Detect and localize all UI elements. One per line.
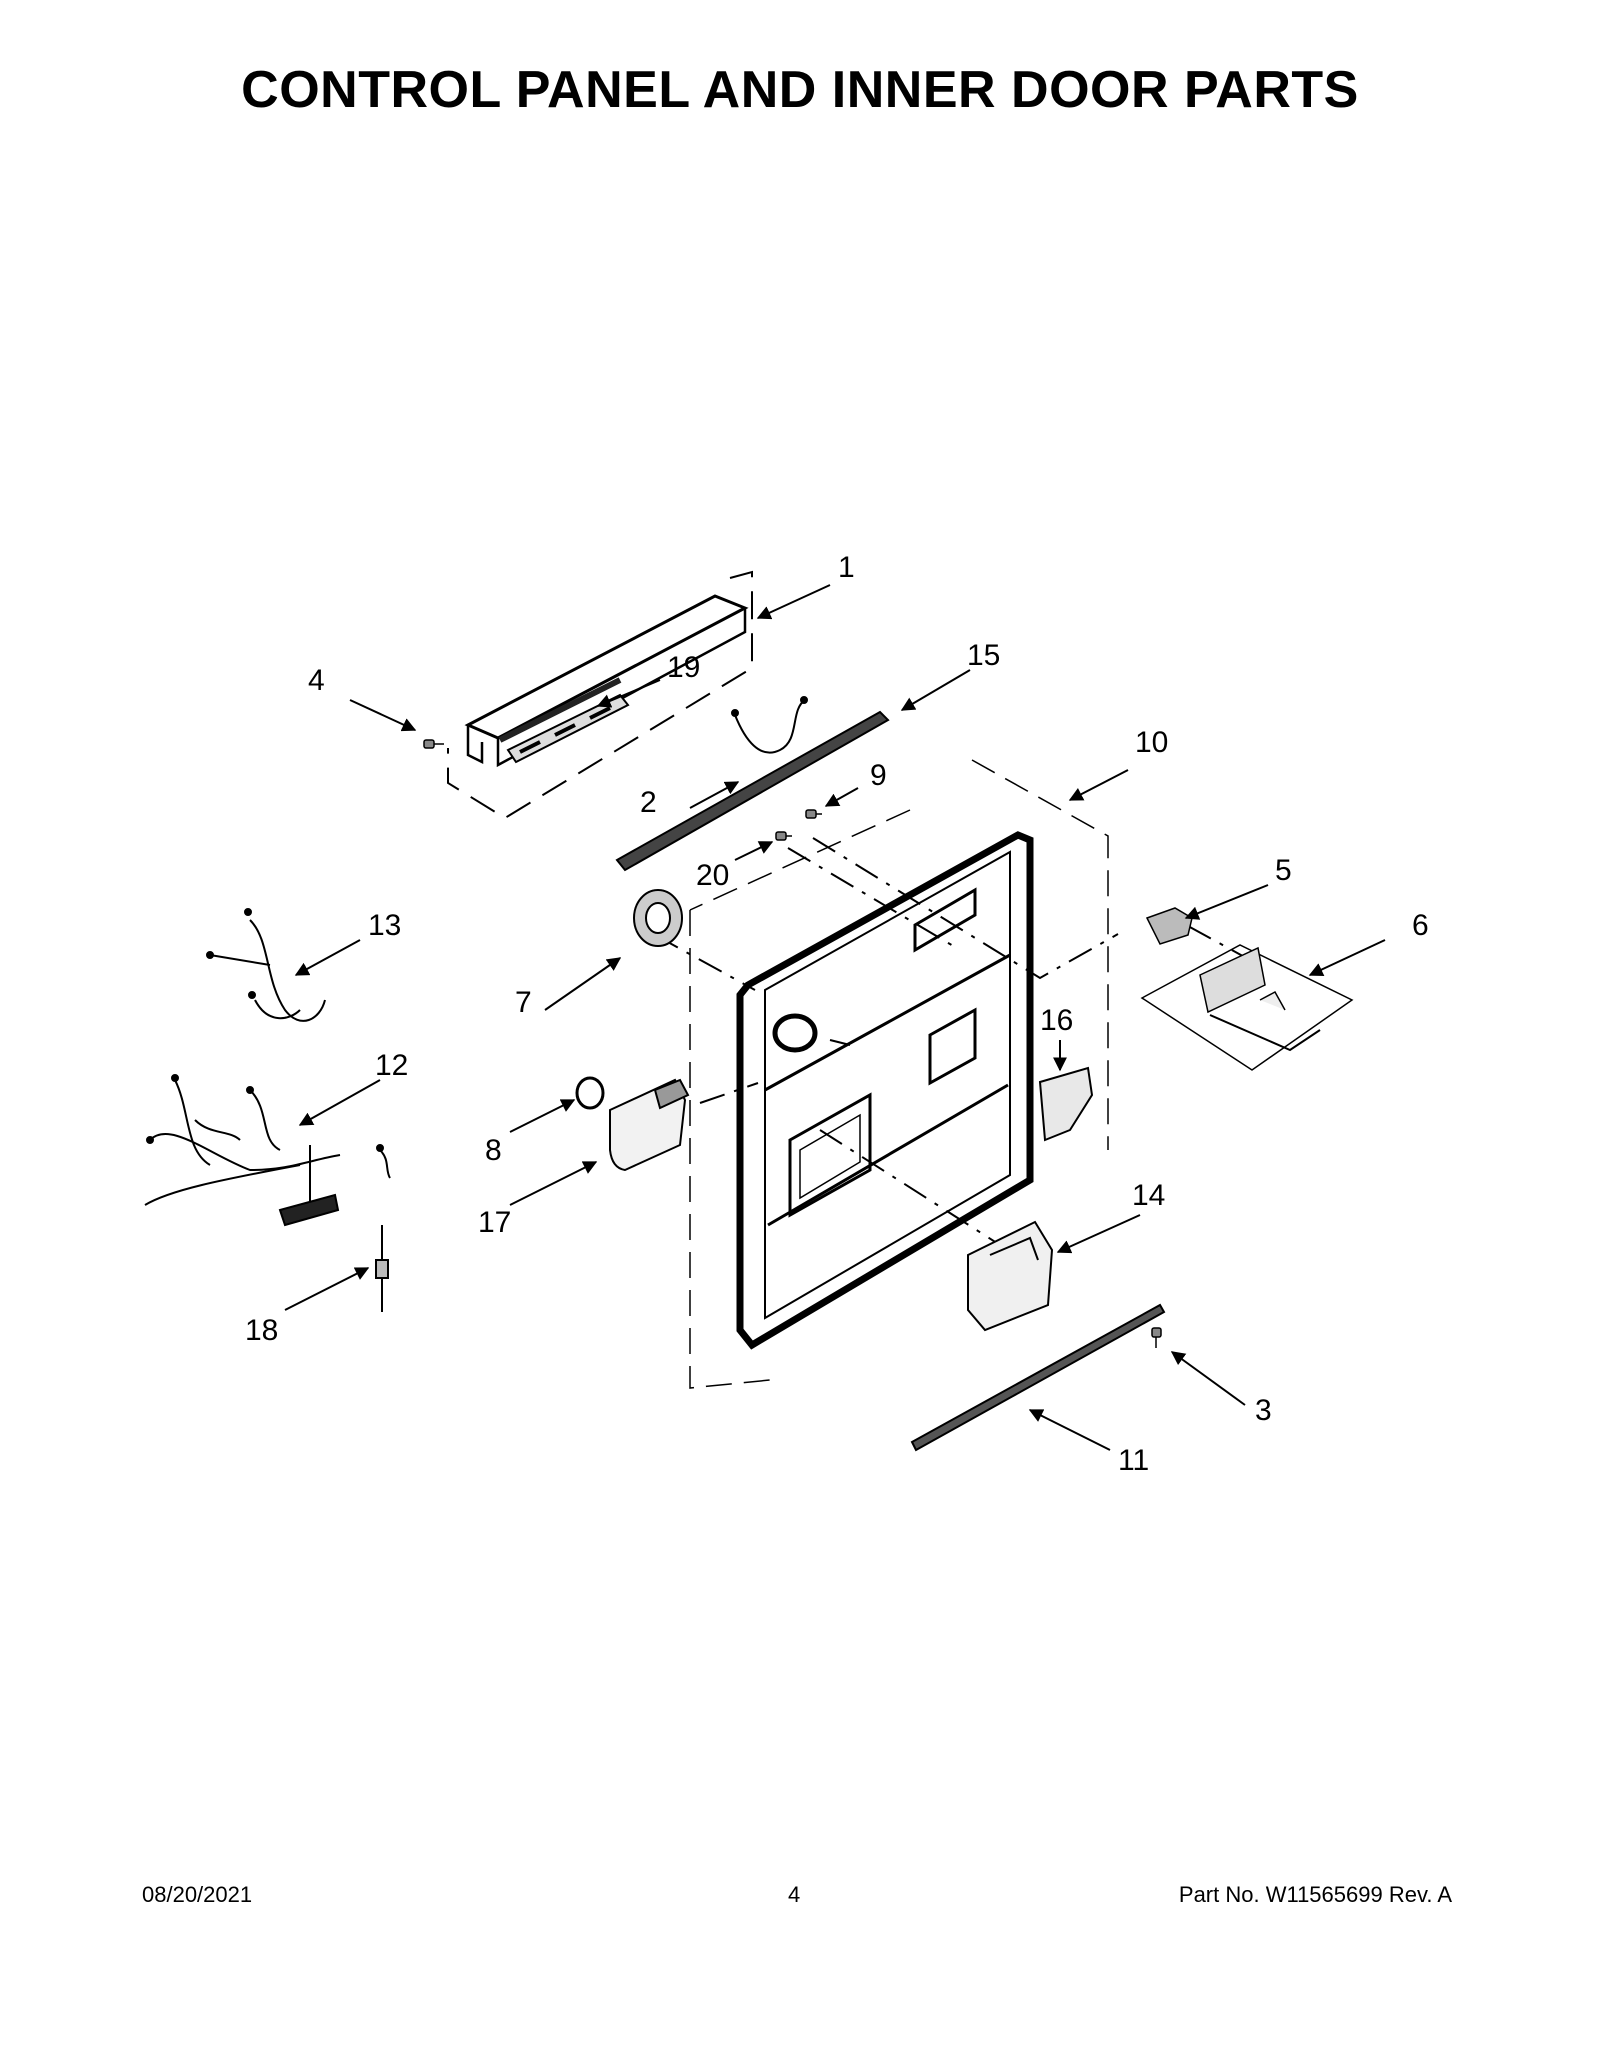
- callout-2: 2: [640, 786, 657, 819]
- callout-1: 1: [838, 551, 855, 584]
- screw-9: [805, 809, 822, 819]
- footer-page-number: 4: [788, 1882, 801, 1907]
- user-interface-board: [506, 693, 630, 764]
- control-board-6: [1140, 944, 1354, 1071]
- callout-14: 14: [1132, 1179, 1165, 1212]
- callout-17: 17: [478, 1206, 511, 1239]
- callout-13: 13: [368, 909, 401, 942]
- callout-7: 7: [515, 986, 532, 1019]
- callout-5: 5: [1275, 854, 1292, 887]
- alignment-lines: [654, 837, 1251, 1246]
- callout-11: 11: [1118, 1444, 1149, 1477]
- callout-18: 18: [245, 1314, 278, 1347]
- footer-date: 08/20/2021: [142, 1882, 253, 1907]
- callout-16: 16: [1040, 1004, 1073, 1037]
- wire-harness-12: [144, 1074, 391, 1227]
- callout-6: 6: [1412, 909, 1429, 942]
- control-panel-group: [447, 570, 753, 820]
- callout-19: 19: [667, 651, 700, 684]
- callout-4: 4: [308, 664, 325, 697]
- page-title: CONTROL PANEL AND INNER DOOR PARTS: [241, 61, 1359, 119]
- module-14: [967, 1220, 1054, 1332]
- inner-door-10: [736, 831, 1034, 1350]
- inner-door-envelope: [689, 759, 1109, 1389]
- gasket-8: [575, 1076, 605, 1110]
- screw-20: [775, 831, 792, 841]
- callout-12: 12: [375, 1049, 408, 1082]
- screw-4: [423, 739, 444, 749]
- fuse-18: [375, 1225, 389, 1312]
- callout-15: 15: [967, 639, 1000, 672]
- callout-20: 20: [696, 859, 729, 892]
- callout-3: 3: [1255, 1394, 1272, 1427]
- latch-5: [1145, 907, 1193, 945]
- leader-arrows: [284, 584, 1386, 1451]
- screw-3: [1151, 1327, 1162, 1348]
- dispenser-17: [609, 1078, 690, 1172]
- callout-10: 10: [1135, 726, 1168, 759]
- wire-harness-13: [206, 908, 326, 1022]
- vent-strip-15: [615, 710, 890, 872]
- trim-11: [910, 1303, 1166, 1452]
- footer-part-number: Part No. W11565699 Rev. A: [1178, 1882, 1452, 1907]
- bracket-16: [1038, 1066, 1094, 1142]
- wire-2: [731, 696, 808, 754]
- vent-7: [633, 889, 683, 947]
- callout-9: 9: [870, 759, 887, 792]
- callout-8: 8: [485, 1134, 502, 1167]
